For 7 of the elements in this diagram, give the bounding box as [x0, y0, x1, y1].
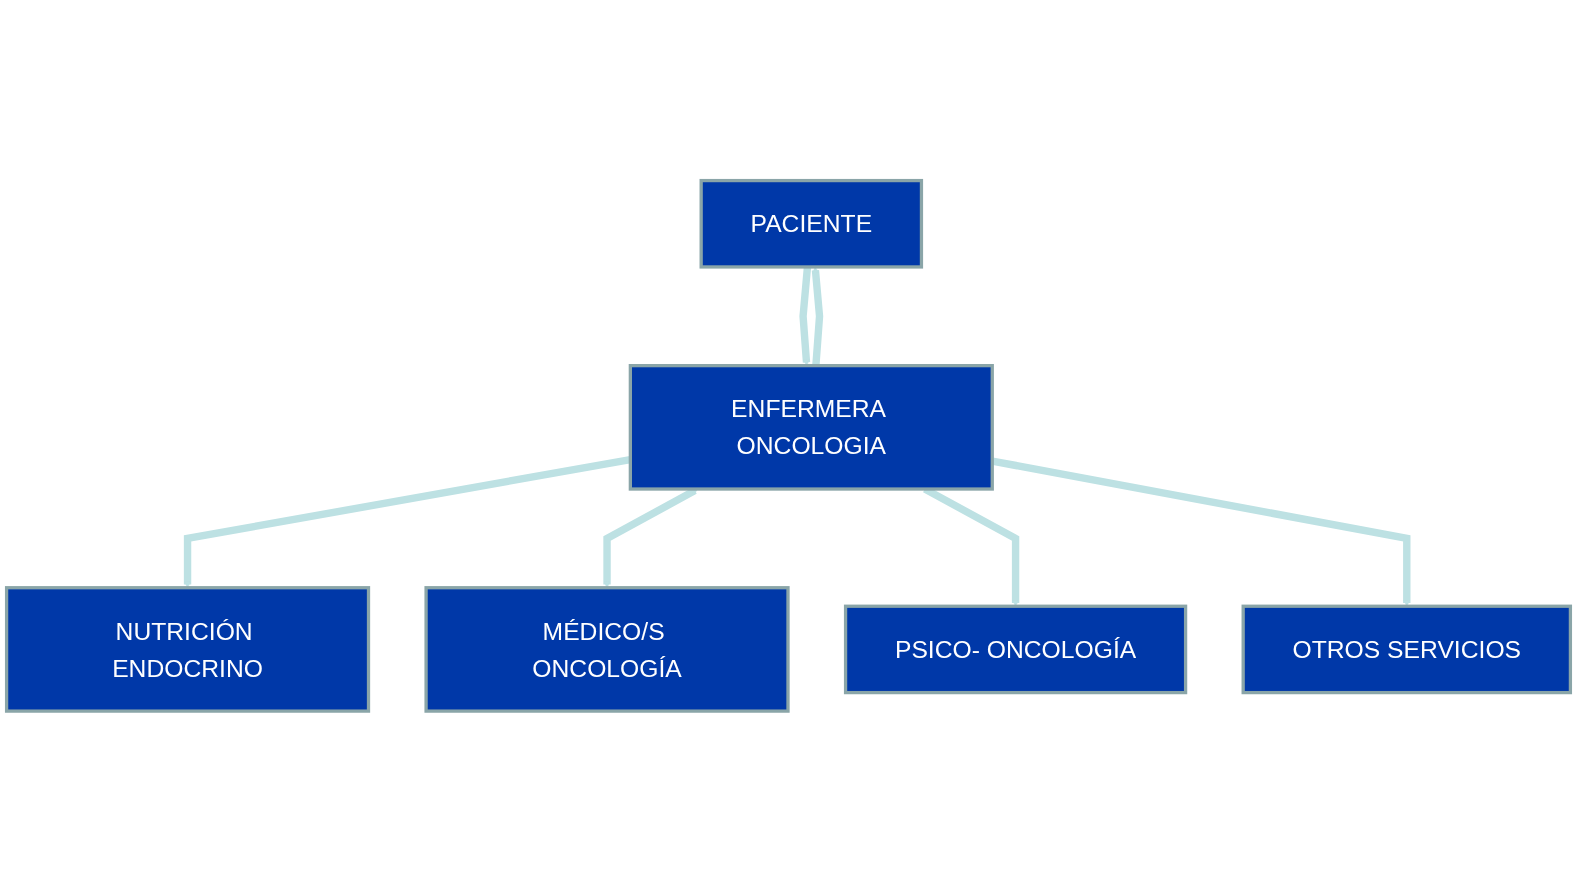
node-box: OTROS SERVICIOS	[1241, 604, 1573, 695]
node-box: ENFERMERA ONCOLOGIA	[628, 364, 994, 491]
node-box: MÉDICO/S ONCOLOGÍA	[424, 586, 790, 713]
arrow	[183, 456, 631, 589]
node-box: PSICO- ONCOLOGÍA	[843, 604, 1188, 695]
node-box: NUTRICIÓN ENDOCRINO	[4, 586, 371, 713]
node-box: PACIENTE	[699, 179, 924, 269]
